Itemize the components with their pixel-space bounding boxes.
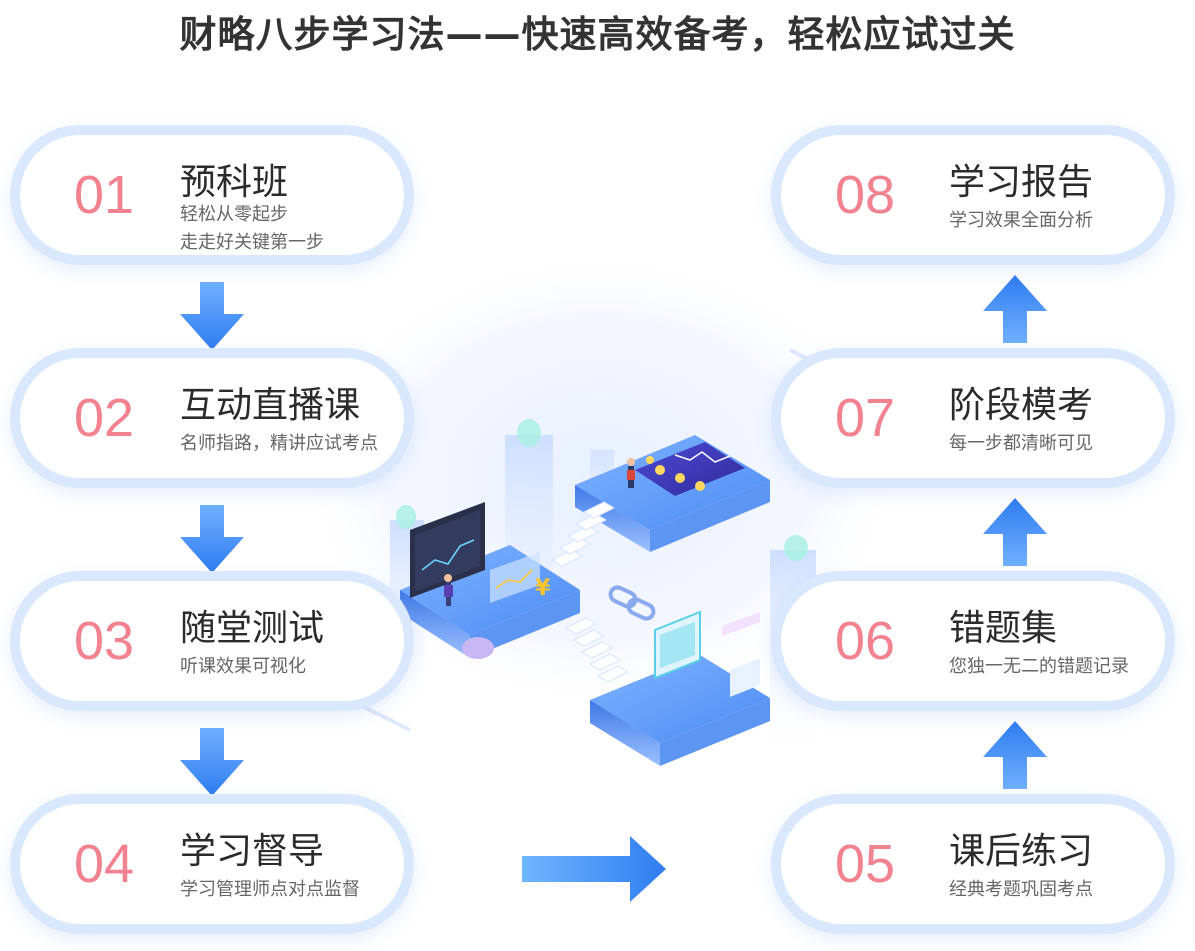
step-card-06[interactable]: 06 错题集 您独一无二的错题记录 — [771, 571, 1175, 711]
arrow-up-icon — [983, 275, 1047, 343]
step-number: 06 — [835, 611, 896, 671]
step-description: 轻松从零起步 走走好关键第一步 — [180, 201, 324, 257]
step-title: 错题集 — [949, 608, 1058, 649]
step-card-03[interactable]: 03 随堂测试 听课效果可视化 — [10, 571, 414, 711]
step-description-line: 听课效果可视化 — [180, 656, 306, 677]
step-description: 学习管理师点对点监督 — [180, 876, 360, 904]
step-description-line: 经典考题巩固考点 — [949, 879, 1093, 900]
upper-platform — [575, 435, 770, 552]
step-description-line: 学习效果全面分析 — [949, 210, 1093, 231]
arrow-down-icon — [180, 282, 244, 350]
step-description: 每一步都清晰可见 — [949, 430, 1093, 458]
yen-icon: ¥ — [535, 576, 551, 601]
step-number: 04 — [74, 834, 135, 894]
step-title: 阶段模考 — [949, 385, 1094, 426]
arrow-down-icon — [180, 728, 244, 796]
step-number: 02 — [74, 388, 135, 448]
step-title: 互动直播课 — [180, 385, 361, 426]
step-description: 学习效果全面分析 — [949, 207, 1093, 235]
step-description: 您独一无二的错题记录 — [949, 653, 1129, 681]
step-number: 07 — [835, 388, 896, 448]
step-title: 学习报告 — [949, 162, 1094, 203]
arrow-up-icon — [983, 498, 1047, 566]
step-number: 01 — [74, 165, 135, 225]
step-card-05[interactable]: 05 课后练习 经典考题巩固考点 — [771, 794, 1175, 934]
step-number: 05 — [835, 834, 896, 894]
chain-links — [608, 585, 656, 621]
glow-orb — [784, 535, 808, 561]
arrow-down-icon — [180, 505, 244, 573]
page-title: 财略八步学习法——快速高效备考，轻松应试过关 — [179, 13, 1016, 56]
step-number: 08 — [835, 165, 896, 225]
step-card-04[interactable]: 04 学习督导 学习管理师点对点监督 — [10, 794, 414, 934]
glow-orb — [396, 505, 416, 529]
step-title: 随堂测试 — [180, 608, 325, 649]
step-description-line: 名师指路，精讲应试考点 — [180, 433, 378, 454]
glow-orb — [517, 419, 541, 447]
arrow-up-icon — [983, 721, 1047, 789]
step-title: 预科班 — [180, 162, 289, 203]
step-title: 课后练习 — [949, 831, 1094, 872]
step-description: 名师指路，精讲应试考点 — [180, 430, 378, 458]
step-description-line: 每一步都清晰可见 — [949, 433, 1093, 454]
step-title: 学习督导 — [180, 831, 325, 872]
step-card-01[interactable]: 01 预科班 轻松从零起步 走走好关键第一步 — [10, 125, 414, 265]
staircase — [550, 501, 630, 683]
step-description-line: 您独一无二的错题记录 — [949, 656, 1129, 677]
step-card-07[interactable]: 07 阶段模考 每一步都清晰可见 — [771, 348, 1175, 488]
step-description-line: 走走好关键第一步 — [180, 232, 324, 253]
step-description: 听课效果可视化 — [180, 653, 306, 681]
step-description: 经典考题巩固考点 — [949, 876, 1093, 904]
lower-platform — [590, 610, 770, 766]
arrow-right-icon — [522, 836, 666, 902]
step-card-02[interactable]: 02 互动直播课 名师指路，精讲应试考点 — [10, 348, 414, 488]
left-platform — [400, 502, 580, 659]
step-card-08[interactable]: 08 学习报告 学习效果全面分析 — [771, 125, 1175, 265]
step-description-line: 轻松从零起步 — [180, 204, 288, 225]
step-number: 03 — [74, 611, 135, 671]
step-description-line: 学习管理师点对点监督 — [180, 879, 360, 900]
